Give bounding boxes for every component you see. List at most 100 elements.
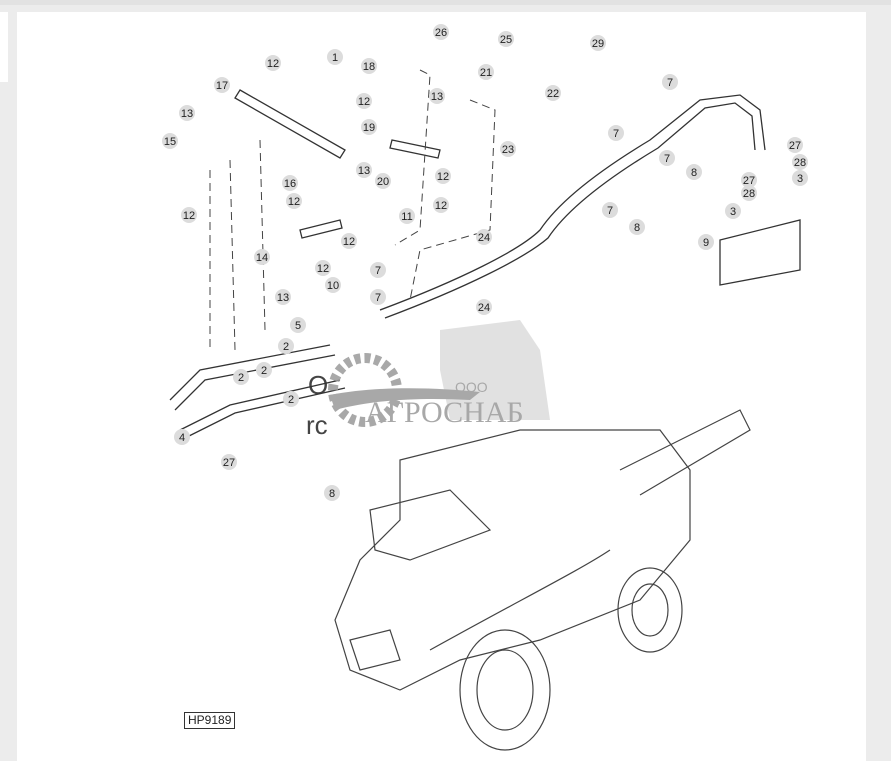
callout-bubble — [361, 119, 377, 135]
callout-bubble — [233, 369, 249, 385]
callout-bubble — [370, 289, 386, 305]
callout-number: 13 — [358, 165, 370, 177]
diagram-card — [17, 12, 866, 761]
callout-bubble — [341, 233, 357, 249]
callout-number: 10 — [327, 280, 339, 292]
callout-bubble — [361, 58, 377, 74]
callout-number: 7 — [375, 292, 381, 304]
callout-bubble — [282, 175, 298, 191]
callout-number: 3 — [797, 173, 803, 185]
callout-bubble — [500, 141, 516, 157]
callout-bubble — [162, 133, 178, 149]
callout-bubble — [370, 262, 386, 278]
callout-bubble — [283, 391, 299, 407]
callout-number: 1 — [332, 52, 338, 64]
callout-number: 26 — [435, 27, 447, 39]
callout-bubble — [324, 485, 340, 501]
callout-bubble — [686, 164, 702, 180]
callout-number: 12 — [183, 210, 195, 222]
callout-number: 17 — [216, 80, 228, 92]
callout-number: 18 — [363, 61, 375, 73]
callout-bubble — [476, 229, 492, 245]
callout-number: 2 — [261, 365, 267, 377]
watermark-prefix: ООО — [455, 379, 488, 395]
combine-illustration — [334, 409, 751, 751]
callout-number: 19 — [363, 122, 375, 134]
callout-bubble — [375, 173, 391, 189]
callout-number: 4 — [179, 432, 185, 444]
side-panel — [0, 12, 8, 82]
callout-bubble — [792, 170, 808, 186]
callout-bubble — [254, 249, 270, 265]
hydraulic-lines — [169, 89, 801, 439]
callout-bubble — [435, 168, 451, 184]
callout-number: 29 — [592, 38, 604, 50]
callout-number: 7 — [375, 265, 381, 277]
callout-number: 12 — [288, 196, 300, 208]
callout-number: 13 — [277, 292, 289, 304]
callout-bubble — [590, 35, 606, 51]
callout-number: 8 — [691, 167, 697, 179]
top-bar — [0, 0, 891, 5]
callout-number: 12 — [358, 96, 370, 108]
callout-number: 24 — [478, 302, 490, 314]
callout-number: 28 — [743, 188, 755, 200]
callout-number: 27 — [743, 175, 755, 187]
callout-bubble — [662, 74, 678, 90]
callout-bubble — [476, 299, 492, 315]
callout-bubble — [181, 207, 197, 223]
callout-bubble — [741, 172, 757, 188]
callout-bubble — [256, 362, 272, 378]
callout-number: 12 — [267, 58, 279, 70]
watermark-name: АГРОСНАБ — [365, 396, 524, 429]
callout-number: 15 — [164, 136, 176, 148]
callout-bubble — [174, 429, 190, 445]
callout-number: 7 — [613, 128, 619, 140]
callout-number: 2 — [288, 394, 294, 406]
callout-bubble — [478, 64, 494, 80]
callout-bubble — [629, 219, 645, 235]
callout-bubble — [286, 193, 302, 209]
callout-number: 27 — [223, 457, 235, 469]
callout-number: 12 — [437, 171, 449, 183]
callout-bubble — [787, 137, 803, 153]
callout-bubble — [315, 260, 331, 276]
callout-bubble — [325, 277, 341, 293]
callout-bubble — [498, 31, 514, 47]
callout-number: 16 — [284, 178, 296, 190]
callout-bubble — [327, 49, 343, 65]
callout-number: 5 — [295, 320, 301, 332]
callout-number: 25 — [500, 34, 512, 46]
callout-number: 12 — [343, 236, 355, 248]
callout-bubble — [698, 234, 714, 250]
callout-number: 14 — [256, 252, 268, 264]
callout-bubble — [659, 150, 675, 166]
callout-bubble — [792, 154, 808, 170]
callout-number: 11 — [401, 211, 412, 223]
callout-number: 9 — [703, 237, 709, 249]
callout-number: 12 — [435, 200, 447, 212]
callout-bubble — [433, 197, 449, 213]
callout-bubble — [214, 77, 230, 93]
callout-bubble — [278, 338, 294, 354]
callout-bubble — [399, 208, 415, 224]
callout-number: 23 — [502, 144, 514, 156]
callout-number: 2 — [238, 372, 244, 384]
callout-number: 2 — [283, 341, 289, 353]
figure-code: HP9189 — [184, 712, 236, 729]
callout-bubble — [608, 125, 624, 141]
callout-number: 12 — [317, 263, 329, 275]
callout-bubble — [545, 85, 561, 101]
callout-number: 22 — [547, 88, 559, 100]
callout-bubble — [602, 202, 618, 218]
callout-bubble — [356, 162, 372, 178]
callout-number: 27 — [789, 140, 801, 152]
callout-number: 13 — [431, 91, 443, 103]
callout-number: 20 — [377, 176, 389, 188]
callout-number: 8 — [634, 222, 640, 234]
callout-number: 24 — [478, 232, 490, 244]
callout-bubble — [275, 289, 291, 305]
callout-bubble — [290, 317, 306, 333]
callout-number: 3 — [730, 206, 736, 218]
